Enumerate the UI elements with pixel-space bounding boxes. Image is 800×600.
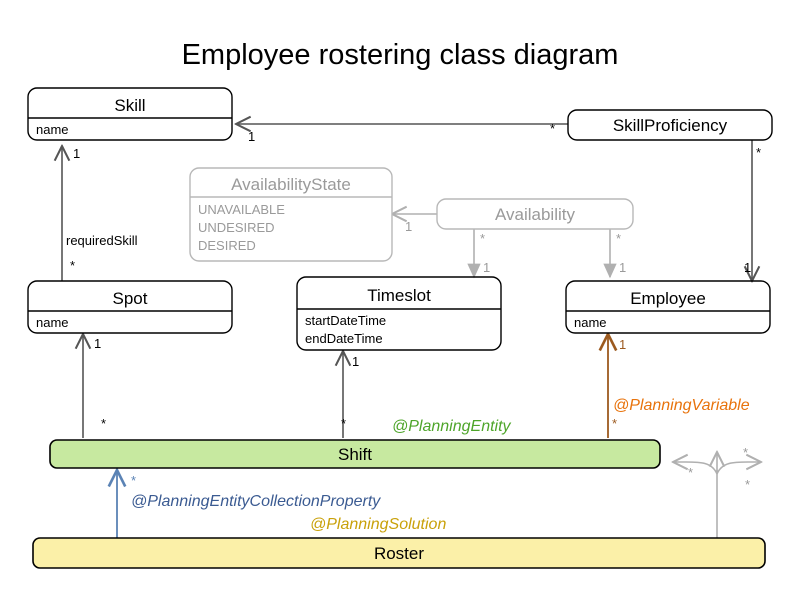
multiplicity-skillproficiency-employee-source: * bbox=[756, 145, 761, 160]
multiplicity-shift-employee-target: 1 bbox=[619, 337, 626, 352]
multiplicity-roster-branch-right: * bbox=[745, 477, 750, 492]
class-box-employee[interactable]: Employee name bbox=[565, 280, 771, 334]
multiplicity-spot-skill-source: * bbox=[70, 258, 75, 273]
multiplicity-availability-timeslot-target: 1 bbox=[483, 260, 490, 275]
connector-availability-to-timeslot: * 1 bbox=[467, 229, 490, 279]
enum-value-unavailable: UNAVAILABLE bbox=[198, 202, 285, 217]
connector-roster-to-shift: * bbox=[117, 470, 136, 541]
class-name-employee: Employee bbox=[630, 289, 706, 308]
class-name-spot: Spot bbox=[113, 289, 148, 308]
class-attribute-timeslot-startdatetime: startDateTime bbox=[305, 313, 386, 328]
class-box-spot[interactable]: Spot name bbox=[27, 280, 233, 334]
connector-skillproficiency-to-employee: * 1 bbox=[744, 140, 761, 281]
multiplicity-roster-shift-source: * bbox=[131, 473, 136, 488]
multiplicity-roster-branch-left: * bbox=[688, 465, 693, 480]
class-box-skillproficiency-frame bbox=[567, 109, 773, 141]
class-box-skill-frame bbox=[27, 87, 233, 141]
class-attribute-skill-name: name bbox=[36, 122, 69, 137]
multiplicity-shift-timeslot-source: * bbox=[341, 416, 346, 431]
class-name-skill: Skill bbox=[114, 96, 145, 115]
class-name-timeslot: Timeslot bbox=[367, 286, 431, 305]
annotation-planning-variable: @PlanningVariable bbox=[613, 397, 750, 414]
class-attribute-spot-name: name bbox=[36, 315, 69, 330]
class-name-skillproficiency: SkillProficiency bbox=[613, 116, 728, 135]
class-box-availabilitystate-frame bbox=[189, 167, 393, 262]
class-attribute-employee-name: name bbox=[574, 315, 607, 330]
connector-shift-to-timeslot: 1 * bbox=[341, 351, 359, 438]
class-box-availabilitystate[interactable]: AvailabilityState UNAVAILABLE UNDESIRED … bbox=[189, 167, 393, 262]
class-box-roster-frame bbox=[32, 537, 766, 569]
multiplicity-spot-skill-target: 1 bbox=[73, 146, 80, 161]
multiplicity-availability-state: 1 bbox=[405, 219, 412, 234]
multiplicity-availability-employee-source: * bbox=[616, 231, 621, 246]
class-box-skillproficiency[interactable]: SkillProficiency bbox=[567, 109, 773, 141]
multiplicity-availability-timeslot-source: * bbox=[480, 231, 485, 246]
enum-value-undesired: UNDESIRED bbox=[198, 220, 275, 235]
annotation-planning-entity: @PlanningEntity bbox=[392, 418, 512, 435]
class-box-spot-frame bbox=[27, 280, 233, 334]
page-title: Employee rostering class diagram bbox=[182, 39, 619, 71]
multiplicity-availability-employee-target: 1 bbox=[619, 260, 626, 275]
class-box-timeslot[interactable]: Timeslot startDateTime endDateTime bbox=[296, 276, 502, 351]
class-name-roster: Roster bbox=[374, 544, 424, 563]
class-box-employee-frame bbox=[565, 280, 771, 334]
annotation-planning-entity-collection-property: @PlanningEntityCollectionProperty bbox=[131, 493, 381, 510]
class-name-shift: Shift bbox=[338, 445, 372, 464]
class-name-availabilitystate: AvailabilityState bbox=[231, 175, 351, 194]
class-box-shift-frame bbox=[49, 439, 661, 469]
class-attribute-timeslot-enddatetime: endDateTime bbox=[305, 331, 383, 346]
connector-spot-to-skill: 1 requiredSkill * bbox=[62, 146, 138, 281]
multiplicity-shift-spot-target: 1 bbox=[94, 336, 101, 351]
annotation-planning-solution: @PlanningSolution bbox=[310, 516, 446, 533]
class-box-roster[interactable]: Roster bbox=[32, 537, 766, 569]
connector-roster-problem-facts-branch: * * * bbox=[673, 445, 761, 541]
connector-shift-to-employee: 1 * bbox=[608, 334, 626, 438]
multiplicity-shift-employee-source: * bbox=[612, 416, 617, 431]
class-box-skill[interactable]: Skill name bbox=[27, 87, 233, 141]
connector-shift-to-spot: 1 * bbox=[83, 334, 106, 438]
multiplicity-roster-branch-up: * bbox=[743, 445, 748, 460]
class-box-availability-frame bbox=[436, 198, 634, 230]
multiplicity-shift-timeslot-target: 1 bbox=[352, 354, 359, 369]
connector-availability-to-employee: * 1 bbox=[603, 229, 626, 279]
class-name-availability: Availability bbox=[495, 205, 576, 224]
multiplicity-skillproficiency-skill-target: 1 bbox=[248, 129, 255, 144]
multiplicity-skillproficiency-employee-target: 1 bbox=[744, 260, 751, 275]
class-box-timeslot-frame bbox=[296, 276, 502, 351]
class-box-availability[interactable]: Availability bbox=[436, 198, 634, 230]
multiplicity-shift-spot-source: * bbox=[101, 416, 106, 431]
connector-availability-to-availabilitystate: 1 bbox=[392, 214, 437, 234]
role-label-required-skill: requiredSkill bbox=[66, 233, 138, 248]
class-box-shift[interactable]: Shift bbox=[49, 439, 661, 469]
multiplicity-skillproficiency-skill-source: * bbox=[550, 121, 555, 136]
connector-skillproficiency-to-skill: 1 * bbox=[236, 121, 568, 144]
enum-value-desired: DESIRED bbox=[198, 238, 256, 253]
